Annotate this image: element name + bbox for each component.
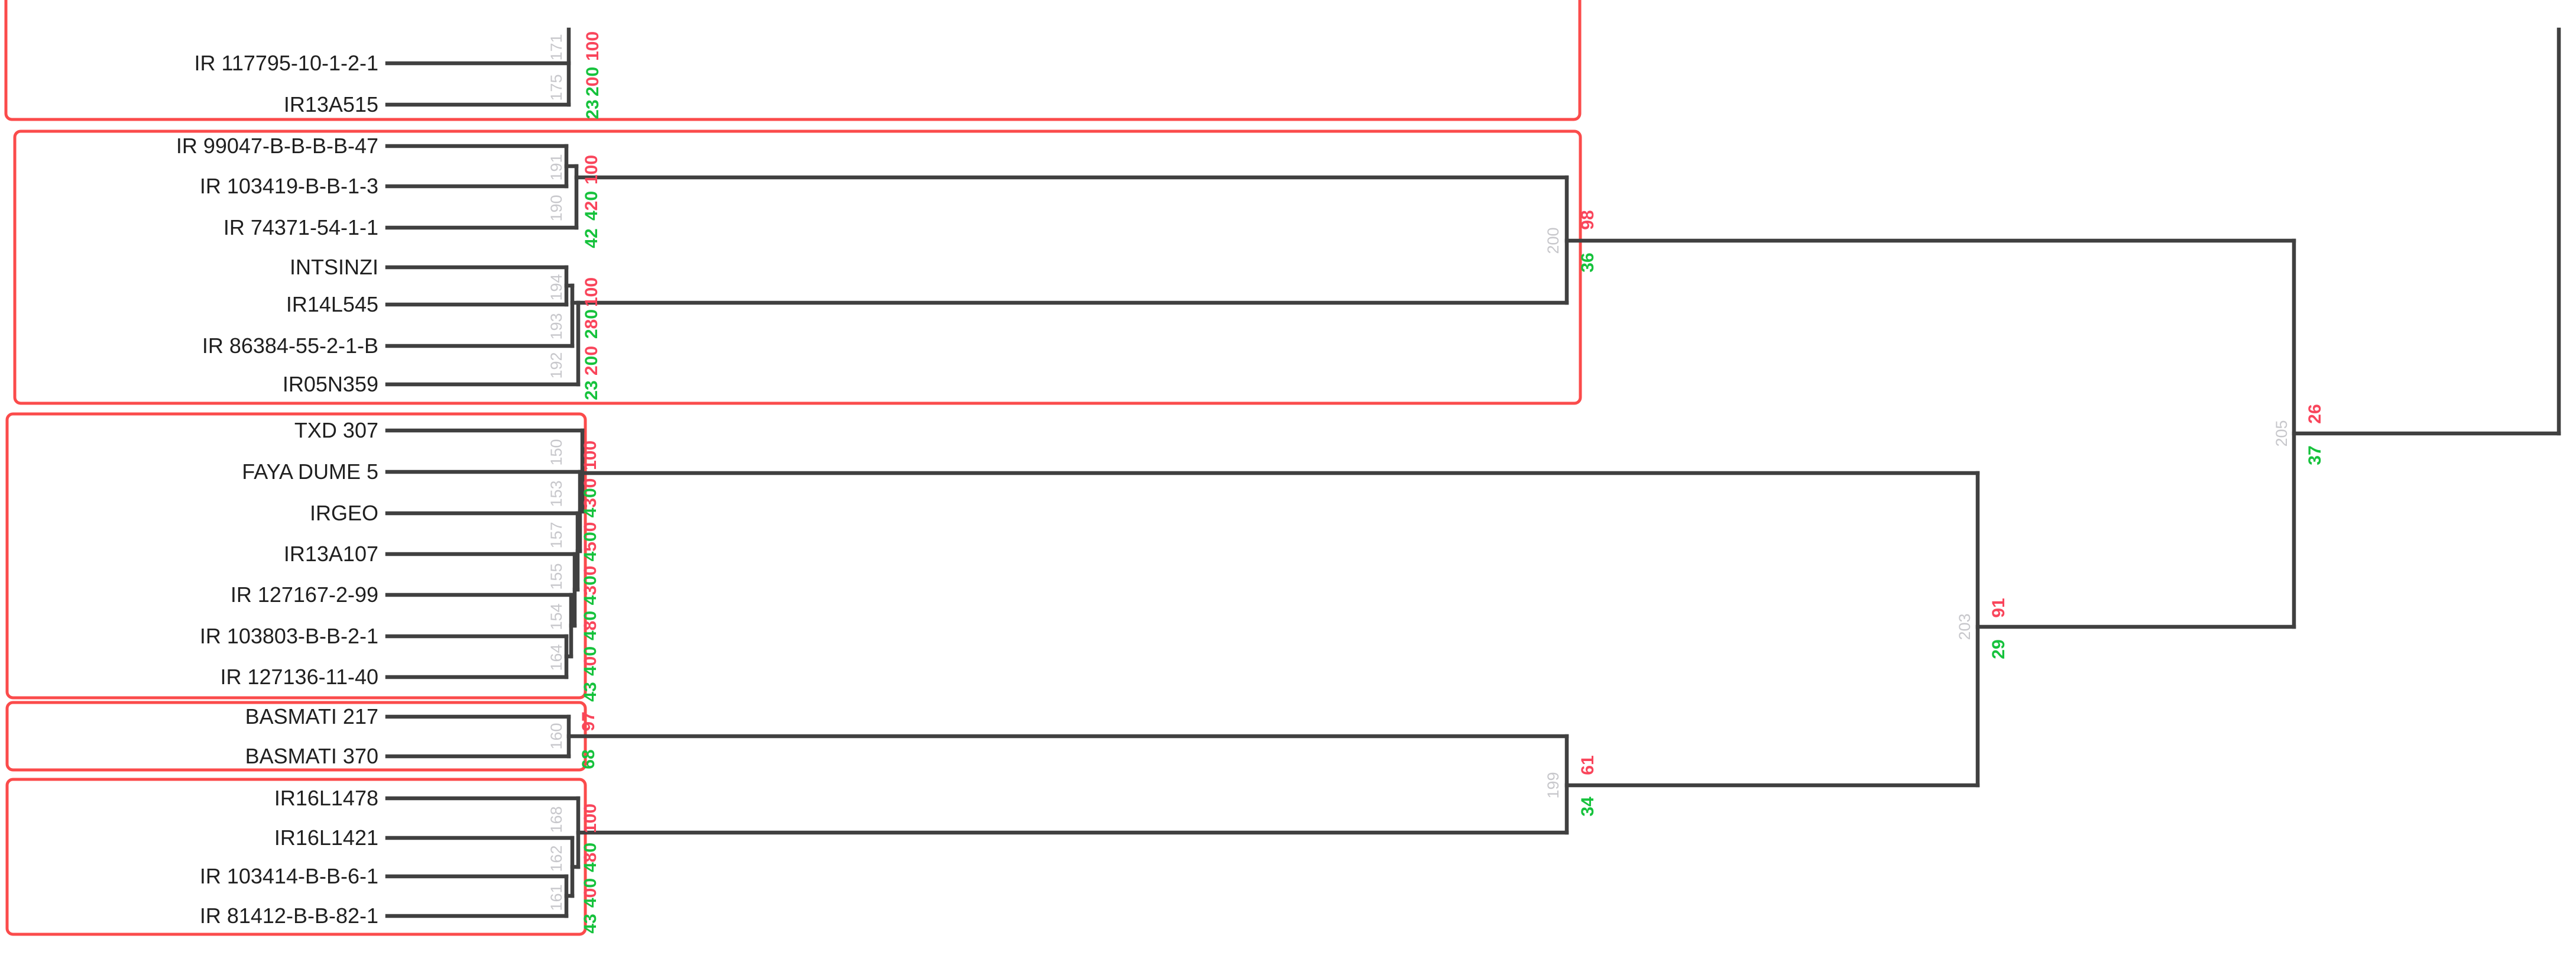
taxon-label: IR 127167-2-99 (231, 582, 378, 607)
taxon-label: FAYA DUME 5 (242, 459, 378, 484)
taxon-label: IR 127136-11-40 (220, 665, 378, 689)
taxon-label: IR 117795-10-1-2-1 (194, 51, 378, 75)
branch-length-value: 164 (547, 644, 565, 671)
branch-length-value: 200 (1544, 227, 1562, 254)
node-support-value: 420 (582, 191, 601, 221)
branch-length-value: 154 (547, 603, 565, 630)
node-support-value: 43 (581, 914, 600, 933)
taxon-label: IR 81412-B-B-82-1 (200, 904, 378, 928)
node-support-value: 29 (1989, 639, 2008, 659)
branch-length-value: 175 (547, 74, 565, 101)
node-support-value: 23 (583, 99, 602, 119)
clade-box-3 (5, 412, 587, 700)
branch-length-value: 203 (1956, 613, 1974, 640)
branch-length-value: 157 (547, 522, 565, 548)
node-support-value: 97 (579, 711, 598, 731)
taxon-label: IR 103419-B-B-1-3 (200, 174, 378, 198)
node-support-value: 43 (581, 682, 600, 701)
taxon-label: IRGEO (310, 501, 378, 525)
node-support-value: 200 (583, 67, 602, 96)
branch-length-value: 160 (547, 723, 565, 749)
branch-length-value: 171 (547, 34, 565, 60)
node-support-value: 68 (579, 749, 598, 769)
node-support-value: 280 (582, 309, 601, 339)
branch-length-value: 194 (547, 274, 565, 300)
branch-length-value: 199 (1544, 772, 1562, 798)
taxon-label: IR 99047-B-B-B-B-47 (176, 134, 378, 158)
node-support-value: 61 (1578, 755, 1598, 775)
node-support-value: 98 (1578, 210, 1598, 229)
taxon-label: BASMATI 370 (245, 744, 378, 768)
branch-length-value: 168 (547, 806, 565, 833)
node-support-value: 100 (581, 804, 600, 833)
node-support-value: 91 (1989, 598, 2008, 617)
node-support-value: 100 (581, 441, 600, 470)
node-support-value: 4500 (581, 522, 600, 562)
branch-length-value: 150 (547, 439, 565, 465)
node-support-value: 480 (581, 611, 600, 640)
taxon-label: IR05N359 (283, 372, 378, 396)
taxon-label: IR16L1478 (274, 786, 378, 810)
taxon-label: IR 103414-B-B-6-1 (200, 864, 378, 888)
taxon-label: IR13A107 (284, 542, 378, 566)
branch-length-value: 161 (547, 884, 565, 911)
node-support-value: 100 (583, 31, 602, 61)
taxon-label: IR 103803-B-B-2-1 (200, 624, 378, 648)
taxon-label: IR13A515 (284, 92, 378, 116)
node-support-value: 23 (582, 380, 601, 400)
node-support-value: 400 (581, 646, 600, 676)
branch-length-value: 191 (547, 154, 565, 180)
taxon-label: INTSINZI (290, 255, 378, 279)
branch-length-value: 162 (547, 845, 565, 872)
clade-box-1 (4, 0, 1582, 121)
taxon-label: TXD 307 (294, 418, 378, 442)
branch-length-value: 190 (547, 195, 565, 221)
clade-box-2 (13, 130, 1582, 405)
clade-box-5 (5, 778, 587, 936)
node-support-value: 37 (2305, 445, 2325, 465)
node-support-value: 26 (2305, 404, 2325, 423)
node-support-value: 100 (582, 155, 601, 184)
node-support-value: 36 (1578, 252, 1598, 272)
taxon-label: BASMATI 217 (245, 704, 378, 729)
node-support-value: 100 (582, 277, 601, 307)
node-support-value: 400 (581, 878, 600, 908)
branch-length-value: 153 (547, 480, 565, 507)
taxon-label: IR 74371-54-1-1 (223, 215, 378, 239)
node-support-value: 4300 (581, 478, 600, 518)
taxon-label: IR 86384-55-2-1-B (202, 334, 378, 358)
node-support-value: 480 (581, 843, 600, 872)
branch-length-value: 155 (547, 563, 565, 590)
branch-length-value: 192 (547, 352, 565, 378)
taxon-label: IR14L545 (286, 292, 378, 316)
taxon-label: IR16L1421 (274, 825, 378, 850)
node-support-value: 4300 (581, 566, 600, 606)
node-support-value: 34 (1578, 797, 1598, 817)
branch-length-value: 193 (547, 313, 565, 339)
branch-length-value: 205 (2273, 420, 2290, 446)
node-support-value: 42 (582, 228, 601, 248)
node-support-value: 200 (582, 346, 601, 375)
